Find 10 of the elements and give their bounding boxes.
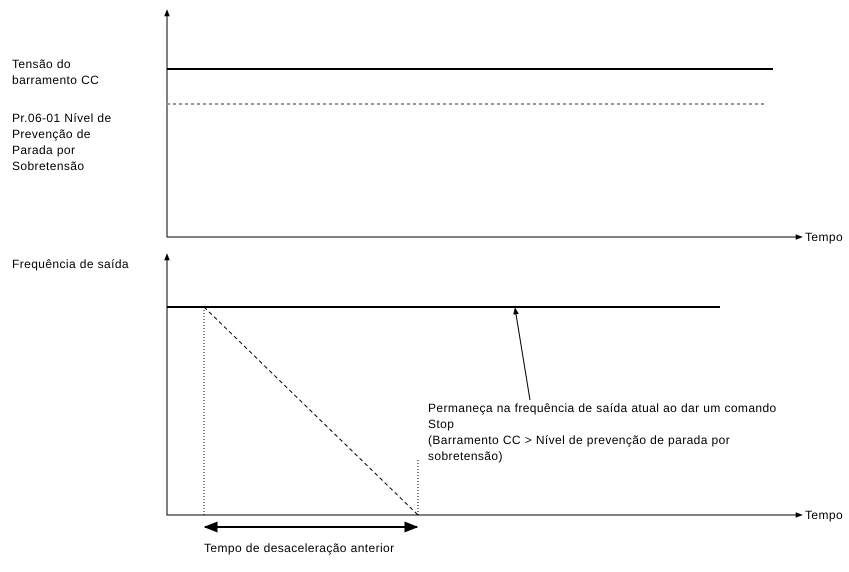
annotation-text: Permaneça na frequência de saída atual ao dar um comando Stop (428, 400, 778, 432)
axis-title: Tempo de desaceleração anterior (204, 540, 396, 556)
axis-label: Tempo (805, 229, 844, 245)
frequency-line (167, 306, 720, 308)
axis-title: Pr.06-01 Nível de Prevenção de Parada por Sobretensão (12, 110, 113, 174)
leader-line (513, 307, 530, 400)
axis-title: Frequência de saída (12, 256, 130, 272)
axis-label: Tempo (805, 507, 844, 523)
axis-title: Tensão do barramento CC (12, 56, 100, 88)
annotation-text: (Barramento CC > Nível de prevenção de parada por sobretensão) (428, 432, 732, 464)
